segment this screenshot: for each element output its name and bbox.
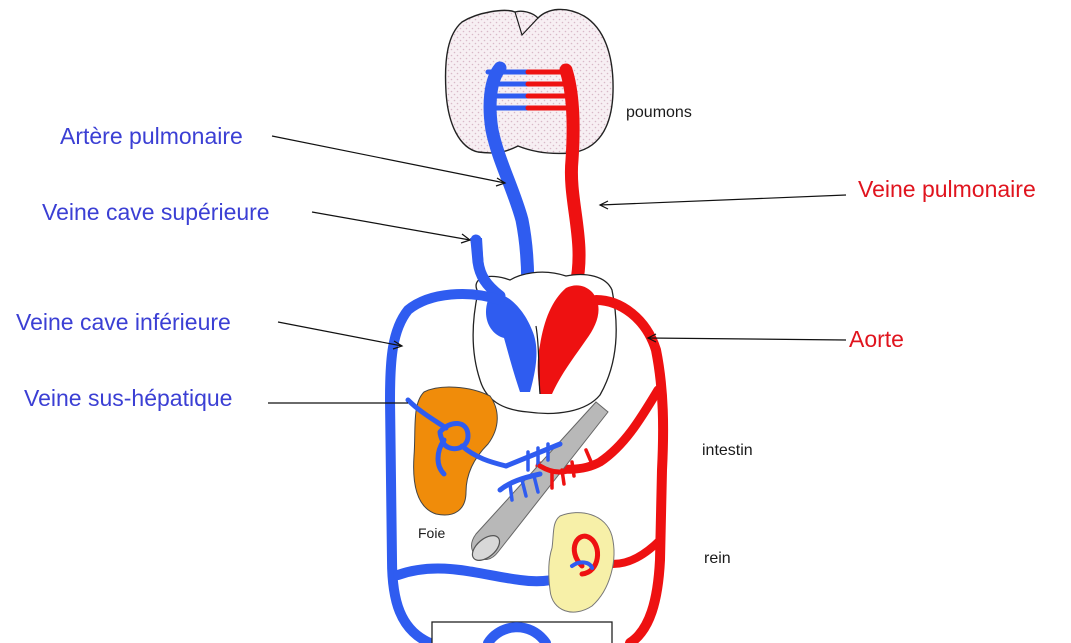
label-veine-cave-inf: Veine cave inférieure [16, 309, 231, 335]
label-foie: Foie [418, 525, 445, 541]
label-poumons: poumons [626, 104, 692, 121]
label-veine-cave-sup: Veine cave supérieure [42, 199, 270, 225]
label-arteria-pulmonaire: Artère pulmonaire [60, 123, 243, 149]
label-veine-pulmonaire: Veine pulmonaire [858, 176, 1036, 202]
label-intestin: intestin [702, 442, 753, 459]
label-rein: rein [704, 550, 731, 567]
lungs-shape [446, 9, 614, 153]
label-veine-sus-hepatique: Veine sus-hépatique [24, 385, 232, 411]
label-aorte: Aorte [849, 326, 904, 352]
